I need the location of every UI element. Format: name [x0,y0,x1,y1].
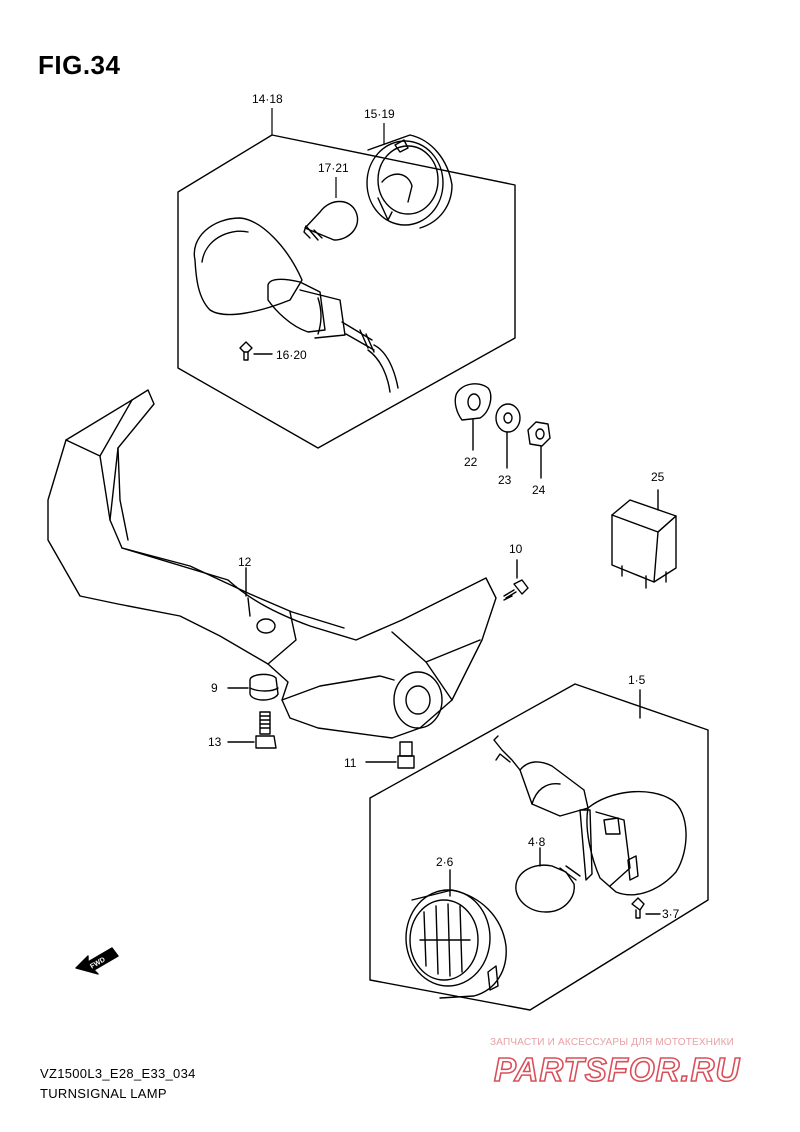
upper-turnsignal-housing [193,217,399,393]
screw-11 [397,741,415,769]
callout-14-18: 14·18 [252,92,283,106]
callout-24: 24 [532,483,546,497]
upper-bulb [303,200,359,241]
watermark-tagline: ЗАПЧАСТИ И АКСЕССУАРЫ ДЛЯ МОТОТЕХНИКИ [490,1037,735,1048]
grommet-9 [249,673,279,701]
washer-23 [495,403,521,433]
lower-turnsignal-housing [493,735,687,896]
callout-25: 25 [651,470,665,484]
lower-assembly-box [369,683,709,1011]
callout-12: 12 [238,555,252,569]
upper-assembly-box [177,134,516,449]
callout-16-20: 16·20 [276,348,307,362]
callout-4-8: 4·8 [528,835,546,849]
screw-3-7 [631,897,645,919]
callout-15-19: 15·19 [364,107,395,121]
callout-11: 11 [344,756,357,770]
figure-code: VZ1500L3_E28_E33_034 [40,1066,196,1081]
relay-25 [611,499,677,589]
watermark-logo: PARTSFOR.RU [493,1050,740,1089]
grommet-22 [454,383,492,421]
callout-22: 22 [464,455,478,469]
bolt-13 [255,711,277,749]
callout-17-21: 17·21 [318,161,349,175]
callout-10: 10 [509,542,523,556]
upper-screw-icon [239,341,253,361]
callout-9: 9 [211,681,218,695]
lower-lens [405,889,507,999]
callout-3-7: 3·7 [662,907,680,921]
callout-23: 23 [498,473,512,487]
upper-lens-ring [366,134,453,229]
callout-13: 13 [208,735,222,749]
lower-bulb [515,864,581,913]
watermark-logo-text: PARTSFOR.RU [494,1051,740,1088]
figure-title: FIG.34 [38,50,121,80]
fwd-arrow-icon [75,947,119,975]
screw-10 [503,579,529,601]
bracket-12 [47,389,497,739]
callout-1-5: 1·5 [628,673,646,687]
callout-2-6: 2·6 [436,855,454,869]
nut-24 [527,421,551,447]
figure-name: TURNSIGNAL LAMP [40,1086,167,1101]
